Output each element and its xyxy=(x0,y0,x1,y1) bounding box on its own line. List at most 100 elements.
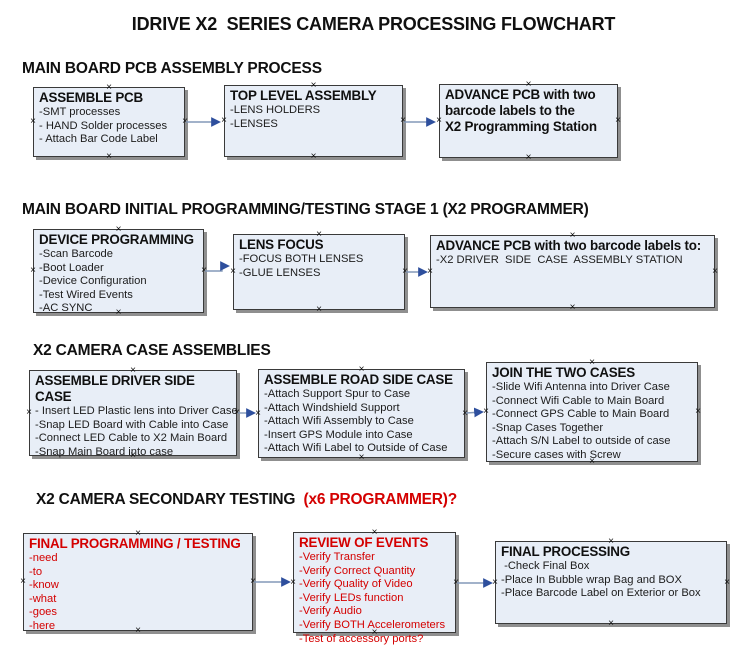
box-title: FINAL PROGRAMMING / TESTING xyxy=(29,536,241,551)
box-item: -Snap Main Board into case xyxy=(35,445,174,458)
box-item: -Connect GPS Cable to Main Board xyxy=(492,408,670,421)
connection-point-icon: × xyxy=(30,265,36,276)
connection-point-icon: × xyxy=(427,265,433,277)
box-assemble-driver-side-case: ASSEMBLE DRIVER SIDE CASE - Insert LED P… xyxy=(26,366,240,461)
box-item: -what xyxy=(29,592,57,605)
box-review-of-events: REVIEW OF EVENTS -Verify Transfer -Verif… xyxy=(290,528,459,645)
box-item: -Attach Wifi Assembly to Case xyxy=(264,415,414,428)
section-heading-secondary-testing: X2 CAMERA SECONDARY TESTING (x6 PROGRAMM… xyxy=(36,491,457,509)
connection-point-icon: × xyxy=(221,115,227,126)
box-item: -Slide Wifi Antenna into Driver Case xyxy=(492,381,670,393)
box-item: -LENSES xyxy=(230,117,278,130)
section-heading-programmer-red: (x6 PROGRAMMER)? xyxy=(299,491,458,508)
box-item: -Check Final Box xyxy=(501,560,590,572)
box-item: -here xyxy=(29,619,56,632)
connection-point-icon: × xyxy=(230,266,236,277)
connection-point-icon: × xyxy=(290,576,296,588)
box-item: -to xyxy=(29,565,43,578)
box-join-the-two-cases: JOIN THE TWO CASES -Slide Wifi Antenna i… xyxy=(483,358,701,467)
box-item: -SMT processes xyxy=(39,106,121,118)
box-title: ASSEMBLE PCB xyxy=(39,90,143,105)
box-item: -Attach Wifi Label to Outside of Case xyxy=(264,442,448,455)
box-item: -AC SYNC xyxy=(39,302,93,315)
box-item: -FOCUS BOTH LENSES xyxy=(239,253,364,265)
connector-arrow-device-to-lensfocus xyxy=(205,261,230,272)
box-title: FINAL PROCESSING xyxy=(501,544,630,559)
box-item: -Attach S/N Label to outside of case xyxy=(492,435,671,448)
box-item: -Device Configuration xyxy=(39,275,147,288)
connection-point-icon: × xyxy=(462,407,468,419)
connection-point-icon: × xyxy=(615,115,621,126)
box-item: -Verify BOTH Accelerometers xyxy=(299,618,446,631)
box-item: -Verify Transfer xyxy=(299,551,375,563)
box-item: - Insert LED Plastic lens into Driver Ca… xyxy=(35,405,238,417)
box-item: -Test Wired Events xyxy=(39,288,133,301)
box-item: -LENS HOLDERS xyxy=(230,104,321,116)
box-title: DEVICE PROGRAMMING xyxy=(39,232,194,247)
box-item: -Connect LED Cable to X2 Main Board xyxy=(35,432,228,445)
connection-point-icon: × xyxy=(402,266,408,277)
section-heading-secondary-testing-black: X2 CAMERA SECONDARY TESTING xyxy=(36,491,300,508)
section-heading-pcb-assembly: MAIN BOARD PCB ASSEMBLY PROCESS xyxy=(22,60,322,77)
box-item: -Verify Audio xyxy=(299,605,362,618)
box-top-level-assembly: TOP LEVEL ASSEMBLY -LENS HOLDERS -LENSES… xyxy=(221,81,406,162)
box-item: -Snap LED Board with Cable into Case xyxy=(35,418,229,431)
box-item: -X2 DRIVER SIDE CASE ASSEMBLY STATION xyxy=(436,254,683,266)
box-item: -Place In Bubble wrap Bag and BOX xyxy=(501,573,682,586)
box-device-programming: DEVICE PROGRAMMING -Scan Barcode -Boot L… xyxy=(30,225,207,318)
box-item: -Verify Quality of Video xyxy=(299,578,413,591)
connection-point-icon: × xyxy=(695,406,701,417)
box-item: -Secure cases with Screw xyxy=(492,448,621,461)
box-assemble-pcb: ASSEMBLE PCB -SMT processes - HAND Solde… xyxy=(30,83,188,162)
connection-point-icon: × xyxy=(712,265,718,277)
box-item: -Attach Support Spur to Case xyxy=(264,388,411,400)
connector-arrow-road-to-join xyxy=(465,407,484,418)
connection-point-icon: × xyxy=(30,116,36,127)
box-item: - HAND Solder processes xyxy=(39,119,168,132)
connection-point-icon: × xyxy=(525,152,532,163)
flowchart-title: IDRIVE X2 SERIES CAMERA PROCESSING FLOWC… xyxy=(131,14,616,34)
box-title: ASSEMBLE DRIVER SIDE CASE xyxy=(35,373,195,404)
connection-point-icon: × xyxy=(453,576,459,588)
box-item: -know xyxy=(29,579,59,592)
box-advance-pcb-driver-side-station: ADVANCE PCB with two barcode labels to: … xyxy=(427,231,718,313)
connection-point-icon: × xyxy=(106,151,112,162)
connection-point-icon: × xyxy=(724,576,730,588)
box-title: ADVANCE PCB with two barcode labels to: xyxy=(436,238,701,253)
box-lens-focus: LENS FOCUS -FOCUS BOTH LENSES -GLUE LENS… xyxy=(230,230,408,315)
box-item: -GLUE LENSES xyxy=(239,266,321,279)
connection-point-icon: × xyxy=(483,406,489,417)
box-title: JOIN THE TWO CASES xyxy=(492,365,635,380)
box-title: ADVANCE PCB with two barcode labels to t… xyxy=(445,87,597,134)
box-item: -need xyxy=(29,552,58,564)
section-heading-initial-programming: MAIN BOARD INITIAL PROGRAMMING/TESTING S… xyxy=(22,201,589,218)
connection-point-icon: × xyxy=(310,151,317,162)
box-item: -goes xyxy=(29,606,57,619)
connection-point-icon: × xyxy=(316,304,322,315)
box-item: -Attach Windshield Support xyxy=(264,401,400,414)
connection-point-icon: × xyxy=(20,576,26,587)
box-item: -Verify LEDs function xyxy=(299,591,404,604)
connection-point-icon: × xyxy=(201,265,207,276)
box-title: TOP LEVEL ASSEMBLY xyxy=(230,88,377,103)
box-item: -Scan Barcode xyxy=(39,248,114,260)
box-title: LENS FOCUS xyxy=(239,237,324,252)
connection-point-icon: × xyxy=(569,302,576,313)
connection-point-icon: × xyxy=(400,115,406,126)
box-item: -Connect Wifi Cable to Main Board xyxy=(492,394,665,407)
box-assemble-road-side-case: ASSEMBLE ROAD SIDE CASE -Attach Support … xyxy=(255,365,468,463)
box-item: -Boot Loader xyxy=(39,261,104,274)
box-item: -Verify Correct Quantity xyxy=(299,564,416,577)
box-item: -Insert GPS Module into Case xyxy=(264,428,413,441)
connection-point-icon: × xyxy=(255,407,261,419)
box-item: - Attach Bar Code Label xyxy=(39,133,158,146)
box-item: -Test of accessory ports? xyxy=(299,632,424,645)
box-title: ASSEMBLE ROAD SIDE CASE xyxy=(264,372,453,387)
box-item: -Snap Cases Together xyxy=(492,421,604,434)
box-final-programming-testing: FINAL PROGRAMMING / TESTING -need -to -k… xyxy=(20,529,256,636)
connection-point-icon: × xyxy=(492,576,498,588)
box-final-processing: FINAL PROCESSING -Check Final Box -Place… xyxy=(492,537,730,629)
connection-point-icon: × xyxy=(26,407,32,418)
box-title: REVIEW OF EVENTS xyxy=(299,535,429,550)
